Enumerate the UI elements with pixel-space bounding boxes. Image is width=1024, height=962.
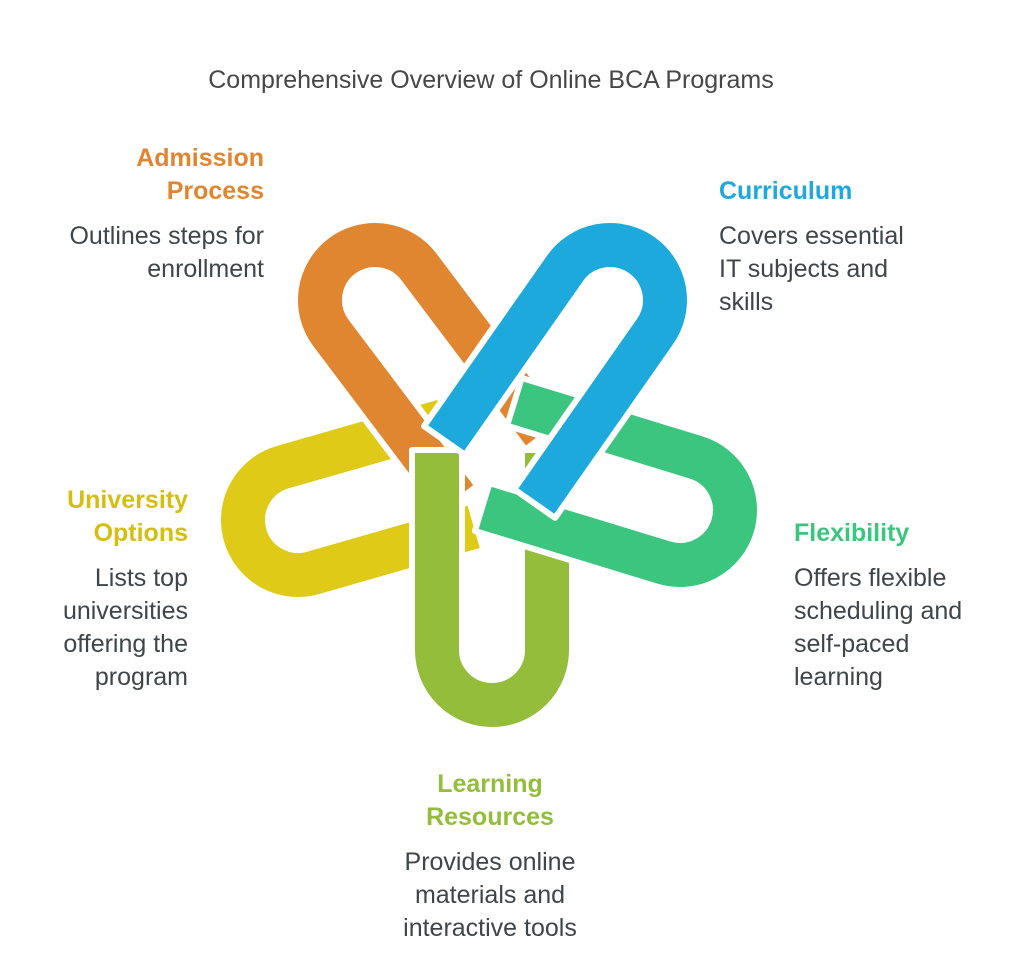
learning-heading-line-2: Resources (426, 803, 554, 831)
curriculum-heading-line-1: Curriculum (719, 177, 853, 205)
learning-resources-description: Provides online materials and interactiv… (340, 846, 640, 945)
learning-desc-line-3: interactive tools (403, 914, 577, 942)
page-title: Comprehensive Overview of Online BCA Pro… (208, 66, 774, 94)
curriculum-desc-line-2: IT subjects and (719, 255, 889, 283)
flexibility-desc-line-3: self-paced (794, 630, 910, 658)
admission-process-description: Outlines steps for enrollment (30, 220, 264, 286)
admission-desc-line-2: enrollment (147, 255, 264, 283)
flexibility-block: Flexibility Offers flexible scheduling a… (794, 517, 1014, 694)
flexibility-desc-line-1: Offers flexible (794, 564, 947, 592)
flexibility-desc-line-2: scheduling and (794, 597, 963, 625)
flexibility-desc-line-4: learning (794, 663, 883, 691)
curriculum-heading: Curriculum (719, 175, 979, 208)
curriculum-desc-line-1: Covers essential (719, 222, 904, 250)
university-desc-line-2: universities (62, 597, 188, 625)
admission-heading-line-2: Process (166, 177, 264, 205)
curriculum-loop (421, 217, 693, 521)
learning-heading-line-1: Learning (437, 770, 543, 798)
admission-process-heading: Admission Process (30, 142, 264, 208)
flexibility-loop (471, 374, 763, 593)
flexibility-description: Offers flexible scheduling and self-pace… (794, 562, 1014, 694)
admission-desc-line-1: Outlines steps for (69, 222, 264, 250)
learning-resources-heading: Learning Resources (340, 768, 640, 834)
curriculum-block: Curriculum Covers essential IT subjects … (719, 175, 979, 319)
admission-heading-line-1: Admission (136, 144, 264, 172)
university-desc-line-1: Lists top (94, 564, 188, 592)
university-desc-line-4: program (94, 663, 188, 691)
flexibility-heading: Flexibility (794, 517, 1014, 550)
university-options-description: Lists top universities offering the prog… (20, 562, 188, 694)
learning-desc-line-1: Provides online (404, 848, 576, 876)
learning-desc-line-2: materials and (414, 881, 566, 909)
admission-process-block: Admission Process Outlines steps for enr… (30, 142, 264, 286)
university-options-heading: University Options (20, 484, 188, 550)
learning-resources-block: Learning Resources Provides online mater… (340, 768, 640, 945)
university-heading-line-2: Options (93, 519, 188, 547)
curriculum-description: Covers essential IT subjects and skills (719, 220, 979, 319)
university-options-block: University Options Lists top universitie… (20, 484, 188, 694)
curriculum-desc-line-3: skills (719, 288, 774, 316)
university-desc-line-3: offering the (63, 630, 188, 658)
university-heading-line-1: University (67, 486, 188, 514)
flexibility-heading-line-1: Flexibility (794, 519, 910, 547)
